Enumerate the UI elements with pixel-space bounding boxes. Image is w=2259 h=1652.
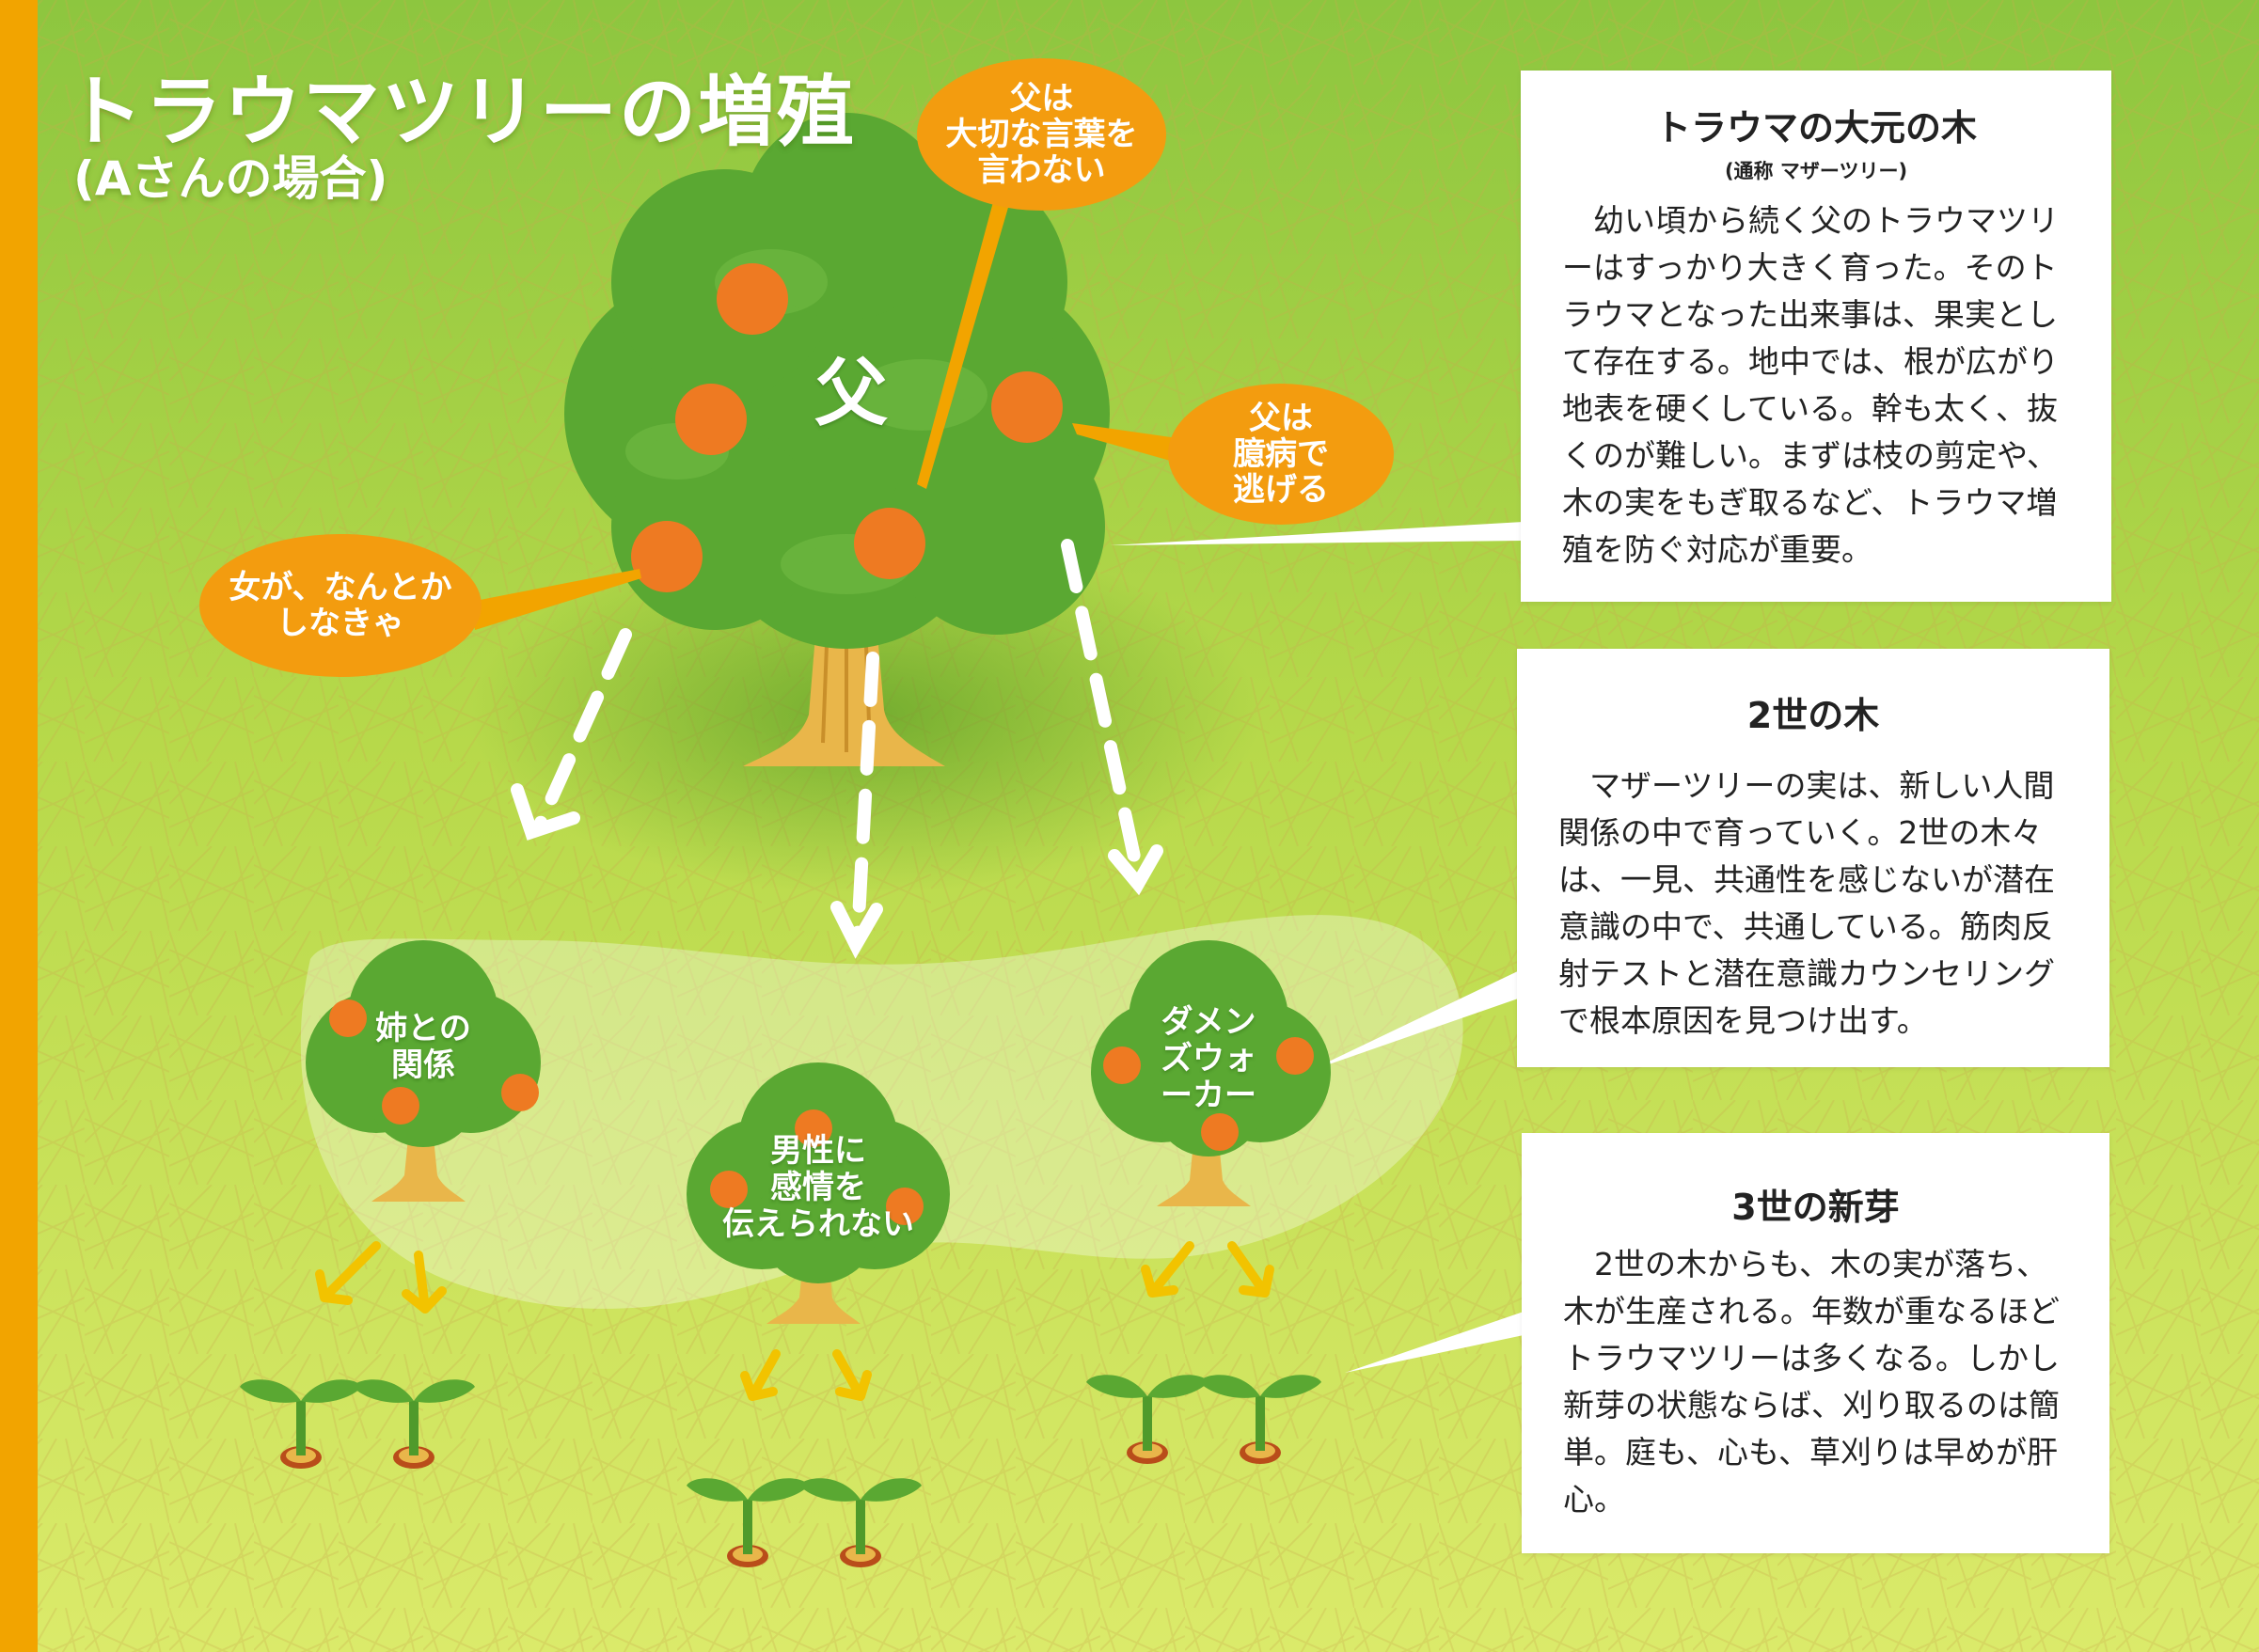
second-tree-3 xyxy=(1091,940,1331,1206)
bubble-text: 女が、なんとか しなきゃ xyxy=(229,568,452,642)
fruit xyxy=(675,384,747,455)
panel-third-sprout: 3世の新芽 2世の木からも、木の実が落ち、木が生産される。年数が重なるほどトラウ… xyxy=(1522,1133,2109,1553)
mother-tree-label: 父 xyxy=(814,352,888,436)
second-tree-label-emotion: 男性に 感情を 伝えられない xyxy=(722,1132,914,1244)
panel-title: 2世の木 xyxy=(1746,695,1880,736)
sprout xyxy=(353,1379,475,1469)
panel-note: (通称 マザーツリー) xyxy=(1724,160,1908,182)
fruit xyxy=(717,263,788,335)
yellow-arrows xyxy=(315,1241,1274,1401)
panel-mother-tree: トラウマの大元の木 (通称 マザーツリー) 幼い頃から続く父のトラウマツリーはす… xyxy=(1521,71,2111,602)
mother-tree-canopy xyxy=(564,113,1110,649)
panel-second-tree: 2世の木 マザーツリーの実は、新しい人間関係の中で育っていく。2世の木々は、一見… xyxy=(1517,649,2109,1067)
fruit xyxy=(631,521,703,592)
second-tree-label-dame: ダメン ズウォ ーカー xyxy=(1161,1003,1256,1115)
second-tree-2 xyxy=(687,1062,950,1324)
fruit xyxy=(991,371,1063,443)
dashed-arrows xyxy=(511,539,1163,959)
panel-body: 幼い頃から続く父のトラウマツリーはすっかり大きく育った。そのトラウマとなった出来… xyxy=(1562,202,2059,568)
bubble-important-words: 父は 大切な言葉を 言わない xyxy=(917,58,1166,211)
panel-title: トラウマの大元の木 xyxy=(1654,107,1977,149)
mother-tree-trunk xyxy=(743,602,945,766)
mother-tree xyxy=(564,113,1110,766)
bubble-text: 父は 大切な言葉を 言わない xyxy=(945,79,1138,190)
sprout xyxy=(799,1478,922,1567)
panel-title: 3世の新芽 xyxy=(1731,1187,1900,1228)
bubble-cowardly: 父は 臆病で 逃げる xyxy=(1168,384,1394,525)
sprout xyxy=(240,1379,362,1469)
second-tree-1 xyxy=(306,940,541,1202)
fruit xyxy=(854,508,925,579)
page-title: トラウマツリーの増殖 xyxy=(66,68,857,157)
page-subtitle: (Aさんの場合) xyxy=(73,151,388,206)
sprout xyxy=(1086,1375,1208,1464)
bubble-woman-must: 女が、なんとか しなきゃ xyxy=(199,534,482,677)
panel-body: 2世の木からも、木の実が落ち、木が生産される。年数が重なるほどトラウマツリーは多… xyxy=(1563,1246,2060,1518)
mother-tree-fruits xyxy=(631,263,1063,592)
frame-left xyxy=(0,0,38,1652)
panel-pointers xyxy=(1110,522,1524,1373)
panel-body: マザーツリーの実は、新しい人間関係の中で育っていく。2世の木々は、一見、共通性を… xyxy=(1558,767,2055,1039)
sprouts xyxy=(240,1375,1321,1567)
sprout xyxy=(1199,1375,1321,1464)
second-tree-label-sister: 姉との 関係 xyxy=(375,1010,471,1085)
bubble-text: 父は 臆病で 逃げる xyxy=(1233,399,1329,510)
sprout xyxy=(687,1478,809,1567)
